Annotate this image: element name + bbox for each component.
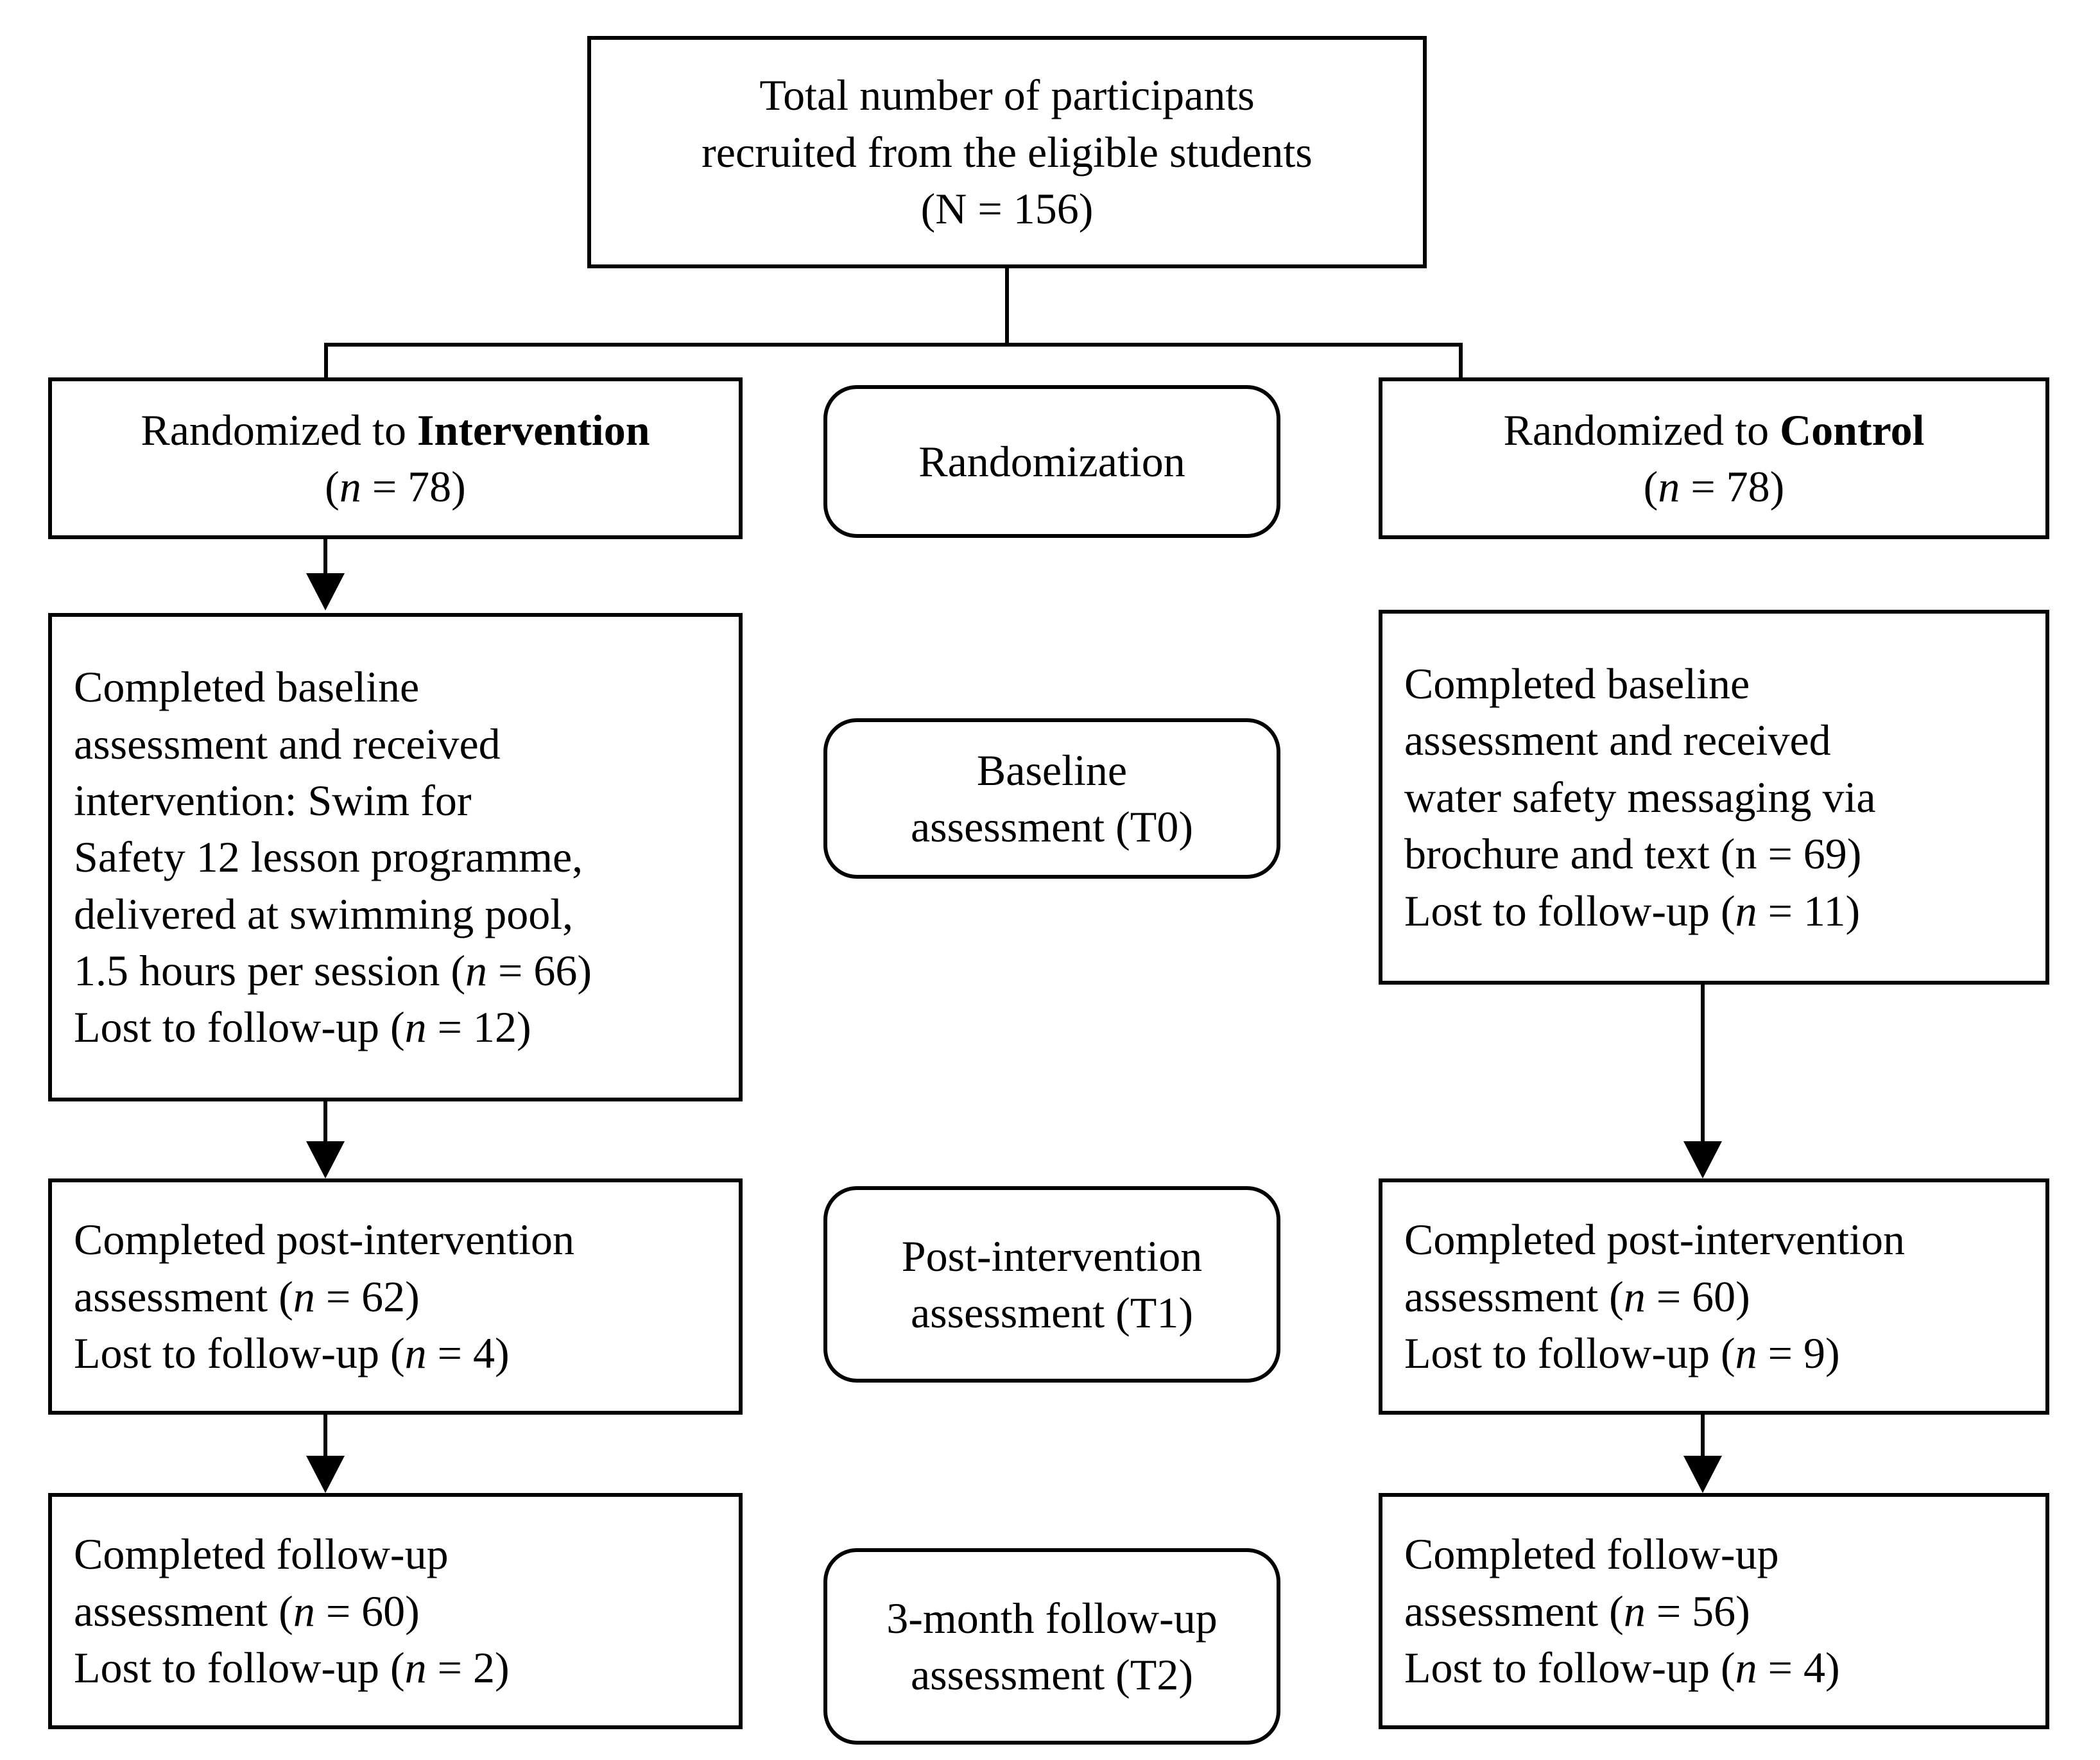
connector-right-arm [1459,343,1463,386]
node-intervention-post: Completed post-intervention assessment (… [48,1178,743,1415]
intervention-baseline-completed: 1.5 hours per session (n = 66) [74,946,592,996]
connector-left-arm [324,343,328,386]
intervention-post-completed: assessment (n = 62) [74,1272,420,1321]
connector-intervention-baseline-to-post [323,1101,327,1141]
intervention-baseline-line-2: assessment and received [74,719,501,768]
intervention-followup-lost: Lost to follow-up (n = 2) [74,1643,510,1693]
control-baseline-line-3: water safety messaging via [1404,772,1876,822]
n-symbol: n [1658,462,1680,511]
control-baseline-completed: brochure and text (n = 69) [1404,829,1862,879]
intervention-post-lost: Lost to follow-up (n = 4) [74,1329,510,1378]
arrow-intervention-to-baseline [306,573,345,610]
intervention-baseline-line-4: Safety 12 lesson programme, [74,833,583,882]
randomized-intervention-line-1: Randomized to Intervention [141,405,650,454]
arrow-control-baseline-to-post [1683,1141,1722,1178]
node-intervention-followup: Completed follow-up assessment (n = 60) … [48,1493,743,1729]
randomized-control-line-1: Randomized to Control [1503,405,1925,454]
n-symbol: n [1735,1643,1757,1693]
n-symbol: n [293,1586,315,1635]
control-post-lost: Lost to follow-up (n = 9) [1404,1329,1840,1378]
control-followup-completed: assessment (n = 56) [1404,1586,1750,1635]
node-control-post: Completed post-intervention assessment (… [1379,1178,2049,1415]
total-recruited-line-1: Total number of participants [759,71,1255,120]
baseline-stage-line-2: assessment (T0) [910,802,1193,851]
node-control-baseline: Completed baseline assessment and receiv… [1379,610,2049,985]
intervention-baseline-line-3: intervention: Swim for [74,775,472,825]
node-randomization-stage: Randomization [823,385,1280,538]
n-symbol: n [1623,1272,1646,1321]
n-symbol: n [293,1272,315,1321]
post-stage-line-1: Post-intervention [901,1231,1203,1281]
control-post-completed: assessment (n = 60) [1404,1272,1750,1321]
node-control-followup: Completed follow-up assessment (n = 56) … [1379,1493,2049,1729]
control-baseline-line-1: Completed baseline [1404,659,1750,709]
node-randomized-intervention: Randomized to Intervention (n = 78) [48,377,743,539]
n-symbol: n [404,1003,427,1052]
n-symbol: n [1623,1586,1646,1635]
control-keyword: Control [1780,405,1925,454]
arrow-intervention-baseline-to-post [306,1141,345,1178]
followup-stage-line-2: assessment (T2) [910,1650,1193,1699]
randomized-intervention-line-2: (n = 78) [325,462,466,511]
connector-split-horizontal [324,343,1463,347]
baseline-stage-line-1: Baseline [976,745,1128,795]
total-recruited-line-3: (N = 156) [920,184,1094,234]
connector-intervention-post-to-followup [323,1415,327,1456]
connector-intervention-to-baseline [323,539,327,578]
connector-trunk-vertical [1005,268,1009,347]
node-intervention-baseline: Completed baseline assessment and receiv… [48,613,743,1101]
control-followup-lost: Lost to follow-up (n = 4) [1404,1643,1840,1693]
total-recruited-line-2: recruited from the eligible students [701,127,1312,177]
randomization-stage-label: Randomization [918,436,1185,486]
intervention-followup-line-1: Completed follow-up [74,1530,449,1579]
control-baseline-lost: Lost to follow-up (n = 11) [1404,886,1861,935]
node-post-stage: Post-intervention assessment (T1) [823,1186,1280,1383]
intervention-baseline-line-1: Completed baseline [74,662,420,712]
n-symbol: n [1735,1329,1757,1378]
connector-control-post-to-followup [1701,1415,1705,1456]
node-baseline-stage: Baseline assessment (T0) [823,718,1280,879]
n-symbol: n [404,1329,427,1378]
intervention-keyword: Intervention [417,405,650,454]
post-stage-line-2: assessment (T1) [910,1288,1193,1337]
n-symbol: n [339,462,361,511]
n-symbol: n [404,1643,427,1693]
node-randomized-control: Randomized to Control (n = 78) [1379,377,2049,539]
randomized-control-line-2: (n = 78) [1643,462,1785,511]
control-post-line-1: Completed post-intervention [1404,1215,1905,1264]
control-followup-line-1: Completed follow-up [1404,1530,1779,1579]
connector-control-baseline-to-post [1701,985,1705,1141]
n-symbol: n [1735,886,1757,935]
control-baseline-line-2: assessment and received [1404,716,1831,765]
intervention-baseline-lost: Lost to follow-up (n = 12) [74,1003,531,1052]
intervention-followup-completed: assessment (n = 60) [74,1586,420,1635]
intervention-baseline-line-5: delivered at swimming pool, [74,889,574,938]
intervention-post-line-1: Completed post-intervention [74,1215,574,1264]
arrow-control-post-to-followup [1683,1456,1722,1493]
followup-stage-line-1: 3-month follow-up [886,1593,1218,1643]
n-symbol: n [465,946,488,996]
node-total-recruited: Total number of participants recruited f… [587,36,1427,268]
arrow-intervention-post-to-followup [306,1456,345,1493]
node-followup-stage: 3-month follow-up assessment (T2) [823,1548,1280,1745]
